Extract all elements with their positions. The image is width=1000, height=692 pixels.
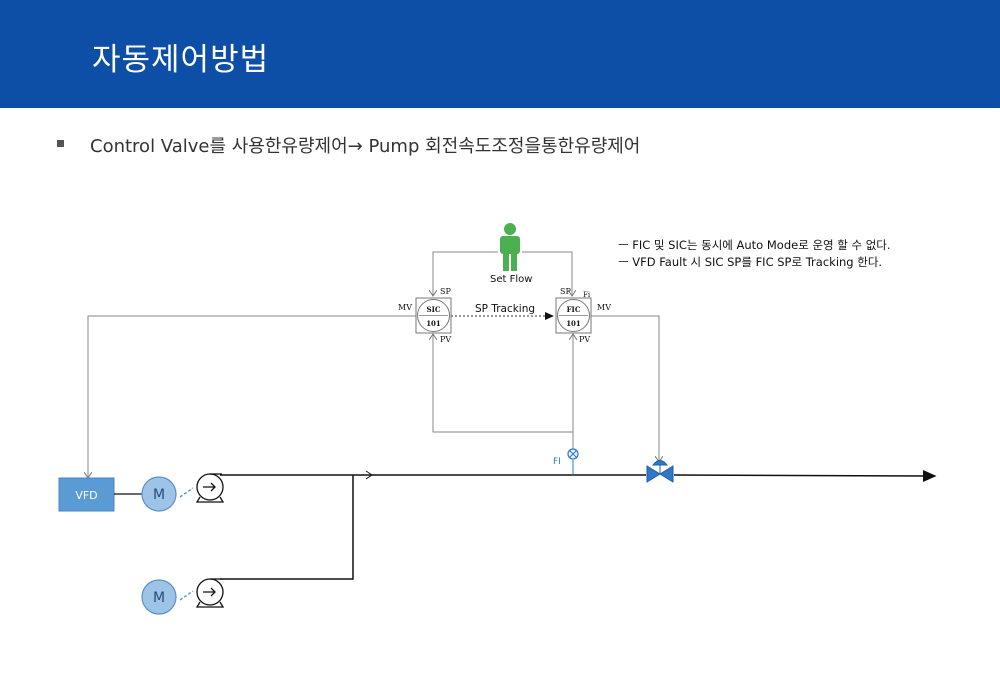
control-valve-icon <box>646 460 674 483</box>
set-flow-label: Set Flow <box>490 274 532 285</box>
process-piping <box>220 469 937 580</box>
note-line-2: ㅡ VFD Fault 시 SIC SP를 FIC SP로 Tracking 한… <box>618 255 883 269</box>
sic-number: 101 <box>426 319 441 328</box>
operator-person-icon <box>500 223 520 271</box>
signal-lines <box>88 251 659 478</box>
fic-number: 101 <box>566 319 581 328</box>
motor-1 <box>141 476 177 512</box>
bullet-marker <box>57 140 64 147</box>
main-outlet-line <box>673 469 937 482</box>
fic-mv-label: MV <box>597 303 611 312</box>
fic-pv-label: PV <box>579 335 590 344</box>
sic-mv-to-vfd-line <box>88 315 416 478</box>
sic-sp-label: SP <box>440 287 451 296</box>
fic-controller: FIC 101 <box>555 297 592 334</box>
setflow-to-sic-line <box>433 251 498 296</box>
sic-tag: SIC <box>427 305 441 314</box>
motor-2-label: M <box>153 590 165 606</box>
fic-tag: FIC <box>567 305 581 314</box>
sp-tracking-label: SP Tracking <box>475 303 535 315</box>
bullet-text: Control Valve를 사용한유량제어→ Pump 회전속도조정을통한유량… <box>90 136 641 157</box>
flow-direction-arrow-icon <box>365 470 373 480</box>
fic-sp-label: SP <box>560 287 571 296</box>
sic-controller: SIC 101 <box>415 297 452 334</box>
note-line-1: ㅡ FIC 및 SIC는 동시에 Auto Mode로 운영 할 수 없다. <box>618 238 891 252</box>
motor-1-coupling <box>179 487 194 498</box>
pump2-discharge-line <box>220 475 354 580</box>
pump-2-icon <box>195 578 225 608</box>
setflow-to-fic-line <box>522 251 572 296</box>
vfd-box <box>58 477 115 512</box>
fic-fi-label: Fi <box>583 291 591 299</box>
fi-label: FI <box>553 457 561 467</box>
motor-1-label: M <box>153 487 165 503</box>
page-title: 자동제어방법 <box>92 42 270 78</box>
motor-2-coupling <box>179 590 194 601</box>
motor-2 <box>141 579 177 615</box>
vfd-label: VFD <box>75 489 97 502</box>
pump-1-icon <box>195 473 225 503</box>
flow-element-icon <box>567 448 579 475</box>
sic-mv-label: MV <box>398 303 412 312</box>
fi-to-sic-pv-line <box>433 334 573 433</box>
header-bar: 자동제어방법 <box>0 0 1000 108</box>
fic-mv-to-valve-line <box>590 315 659 462</box>
sic-pv-label: PV <box>440 335 451 344</box>
